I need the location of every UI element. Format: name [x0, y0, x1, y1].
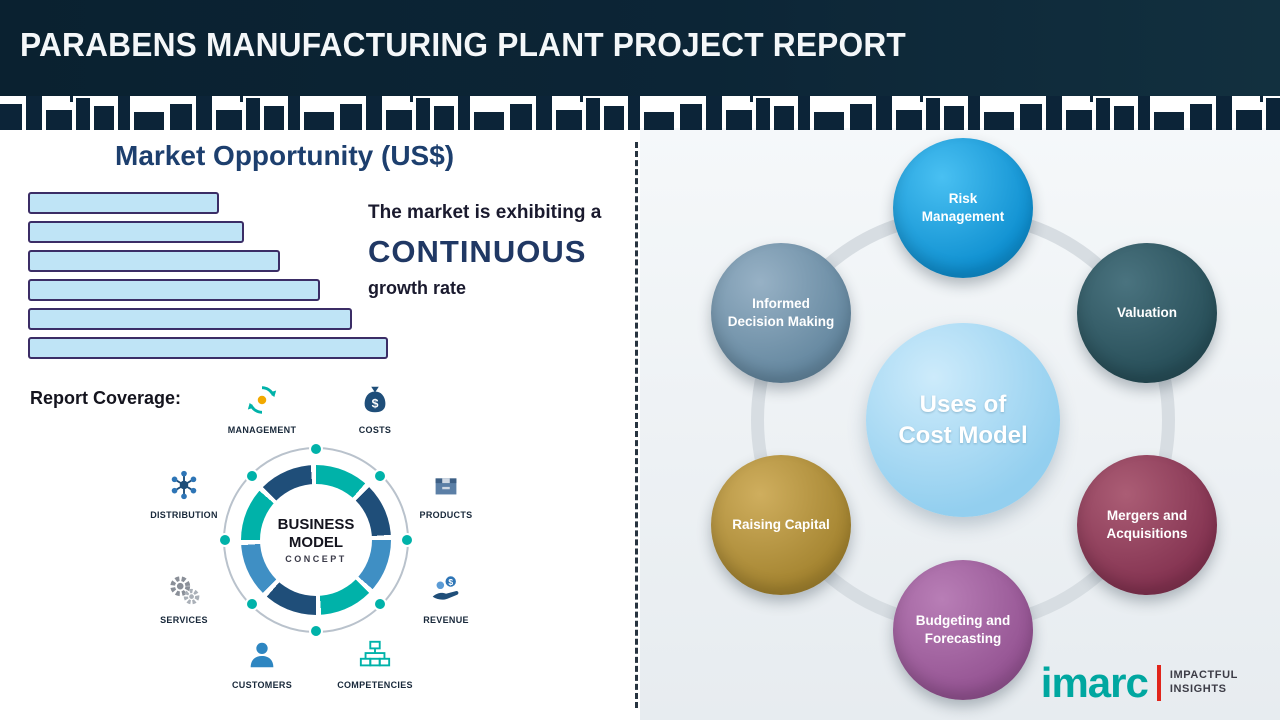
- market-bar: [28, 221, 244, 243]
- section-divider: [635, 142, 638, 708]
- cost-model-hub-line1: Uses of: [919, 390, 1007, 418]
- coverage-item-label: CUSTOMERS: [231, 680, 293, 690]
- competencies-icon: [359, 640, 391, 667]
- ring-dot: [311, 626, 321, 636]
- market-bar: [28, 308, 352, 330]
- coverage-item-competencies: COMPETENCIES: [329, 638, 421, 690]
- coverage-item-services: SERVICES: [138, 573, 230, 625]
- ring-dot: [375, 470, 386, 481]
- business-model-diagram: BUSINESS MODEL CONCEPT MANAGEMENT $: [150, 375, 480, 710]
- imarc-logo: imarc IMPACTFUL INSIGHTS: [1041, 662, 1238, 704]
- report-coverage-label: Report Coverage:: [30, 388, 182, 408]
- market-bar-chart: [28, 192, 388, 366]
- coverage-item-label: REVENUE: [423, 615, 469, 625]
- logo-tagline-line1: IMPACTFUL: [1169, 669, 1238, 682]
- ring-dot: [375, 599, 386, 610]
- ring-dot: [311, 444, 321, 454]
- revenue-icon: $: [432, 576, 459, 600]
- cost-model-node-mergers-and-acquisitions: Mergers and Acquisitions: [1077, 455, 1217, 595]
- coverage-item-customers: CUSTOMERS: [216, 638, 308, 690]
- market-opportunity-heading: Market Opportunity (US$): [115, 140, 455, 171]
- cost-model-node-raising-capital: Raising Capital: [711, 455, 851, 595]
- coverage-item-label: MANAGEMENT: [227, 425, 297, 435]
- growth-line-2: CONTINUOUS: [368, 234, 587, 269]
- services-icon: [170, 576, 200, 605]
- market-bar: [28, 192, 219, 214]
- cost-model-node-budgeting-and-forecasting: Budgeting and Forecasting: [893, 560, 1033, 700]
- coverage-item-distribution: DISTRIBUTION: [138, 468, 230, 520]
- ring-dot: [246, 470, 257, 481]
- cost-model-node-risk-management: Risk Management: [893, 138, 1033, 278]
- svg-text:$: $: [372, 397, 379, 411]
- cost-model-node-valuation: Valuation: [1077, 243, 1217, 383]
- coverage-item-label: COMPETENCIES: [337, 680, 413, 690]
- business-model-donut: BUSINESS MODEL CONCEPT: [241, 465, 391, 615]
- ring-dot: [402, 535, 412, 545]
- header-banner: PARABENS MANUFACTURING PLANT PROJECT REP…: [0, 0, 1280, 96]
- business-model-center-line3: CONCEPT: [285, 553, 347, 564]
- city-skyline-graphic: [0, 90, 1280, 130]
- growth-line-3: growth rate: [368, 278, 467, 298]
- business-model-center-line2: MODEL: [288, 533, 344, 551]
- coverage-item-revenue: $ REVENUE: [400, 573, 492, 625]
- logo-tagline-line2: INSIGHTS: [1169, 683, 1227, 695]
- coverage-item-label: SERVICES: [160, 615, 208, 625]
- products-icon: [435, 478, 457, 495]
- page-title: PARABENS MANUFACTURING PLANT PROJECT REP…: [20, 26, 906, 63]
- logo-red-divider: [1156, 665, 1161, 701]
- distribution-icon: [171, 470, 197, 500]
- coverage-item-label: PRODUCTS: [419, 510, 473, 520]
- coverage-item-management: MANAGEMENT: [216, 383, 308, 435]
- logo-tagline: IMPACTFUL INSIGHTS: [1170, 669, 1238, 697]
- cost-model-hub-line2: Cost Model: [898, 422, 1028, 449]
- business-model-center: BUSINESS MODEL CONCEPT: [260, 484, 372, 596]
- business-model-center-line1: BUSINESS: [277, 516, 355, 534]
- ring-dot: [246, 599, 257, 610]
- cost-model-node-informed-decision-making: Informed Decision Making: [711, 243, 851, 383]
- cost-model-hub: Uses of Cost Model: [866, 323, 1060, 517]
- growth-text-block: The market is exhibiting a CONTINUOUS gr…: [368, 202, 658, 299]
- svg-text:$: $: [448, 577, 453, 587]
- customers-icon: [250, 642, 274, 668]
- growth-line-1: The market is exhibiting a: [368, 202, 602, 223]
- market-bar: [28, 279, 320, 301]
- costs-icon: $: [364, 386, 386, 413]
- coverage-item-label: DISTRIBUTION: [150, 510, 218, 520]
- coverage-item-products: PRODUCTS: [400, 468, 492, 520]
- coverage-item-label: COSTS: [358, 425, 392, 435]
- ring-dot: [220, 535, 230, 545]
- management-icon: [247, 386, 277, 414]
- business-model-outer-ring: [220, 444, 412, 636]
- imarc-wordmark: imarc: [1040, 659, 1149, 706]
- coverage-item-costs: $ COSTS: [329, 383, 421, 435]
- market-bar: [28, 250, 280, 272]
- market-bar: [28, 337, 388, 359]
